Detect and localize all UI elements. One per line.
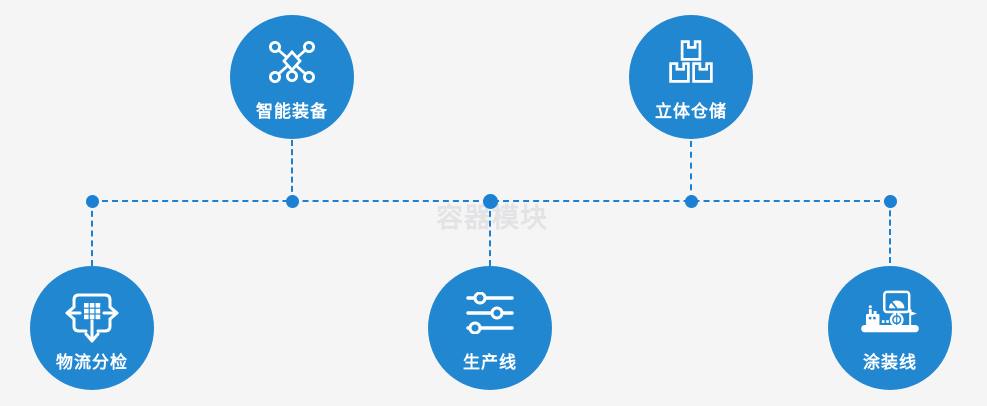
network-nodes-icon — [267, 36, 317, 88]
node-label-smart-equipment: 智能装备 — [256, 102, 328, 121]
junction-dot-warehouse — [685, 195, 698, 208]
node-warehouse[interactable]: 立体仓储 — [629, 15, 753, 139]
sliders-icon — [466, 287, 514, 339]
connector-warehouse — [690, 141, 692, 201]
node-production-line[interactable]: 生产线 — [428, 266, 552, 390]
connector-logistics — [91, 201, 93, 266]
node-label-warehouse: 立体仓储 — [655, 102, 727, 121]
node-smart-equipment[interactable]: 智能装备 — [230, 15, 354, 139]
sorting-grid-arrows-icon — [64, 287, 120, 343]
junction-dot-production — [483, 194, 498, 209]
junction-dot-logistics — [86, 195, 99, 208]
node-logistics-sorting[interactable]: 物流分检 — [30, 266, 154, 390]
node-label-logistics-sorting: 物流分检 — [56, 353, 128, 372]
connector-smart-equipment — [291, 140, 293, 201]
connector-production — [489, 201, 491, 266]
control-panel-icon — [859, 287, 921, 339]
junction-dot-smart-equipment — [286, 195, 299, 208]
junction-dot-painting — [884, 195, 897, 208]
connector-painting — [889, 201, 891, 263]
node-label-production-line: 生产线 — [463, 353, 517, 372]
node-painting-line[interactable]: 涂装线 — [828, 266, 952, 390]
stacked-boxes-icon — [668, 36, 714, 88]
node-label-painting-line: 涂装线 — [863, 353, 917, 372]
